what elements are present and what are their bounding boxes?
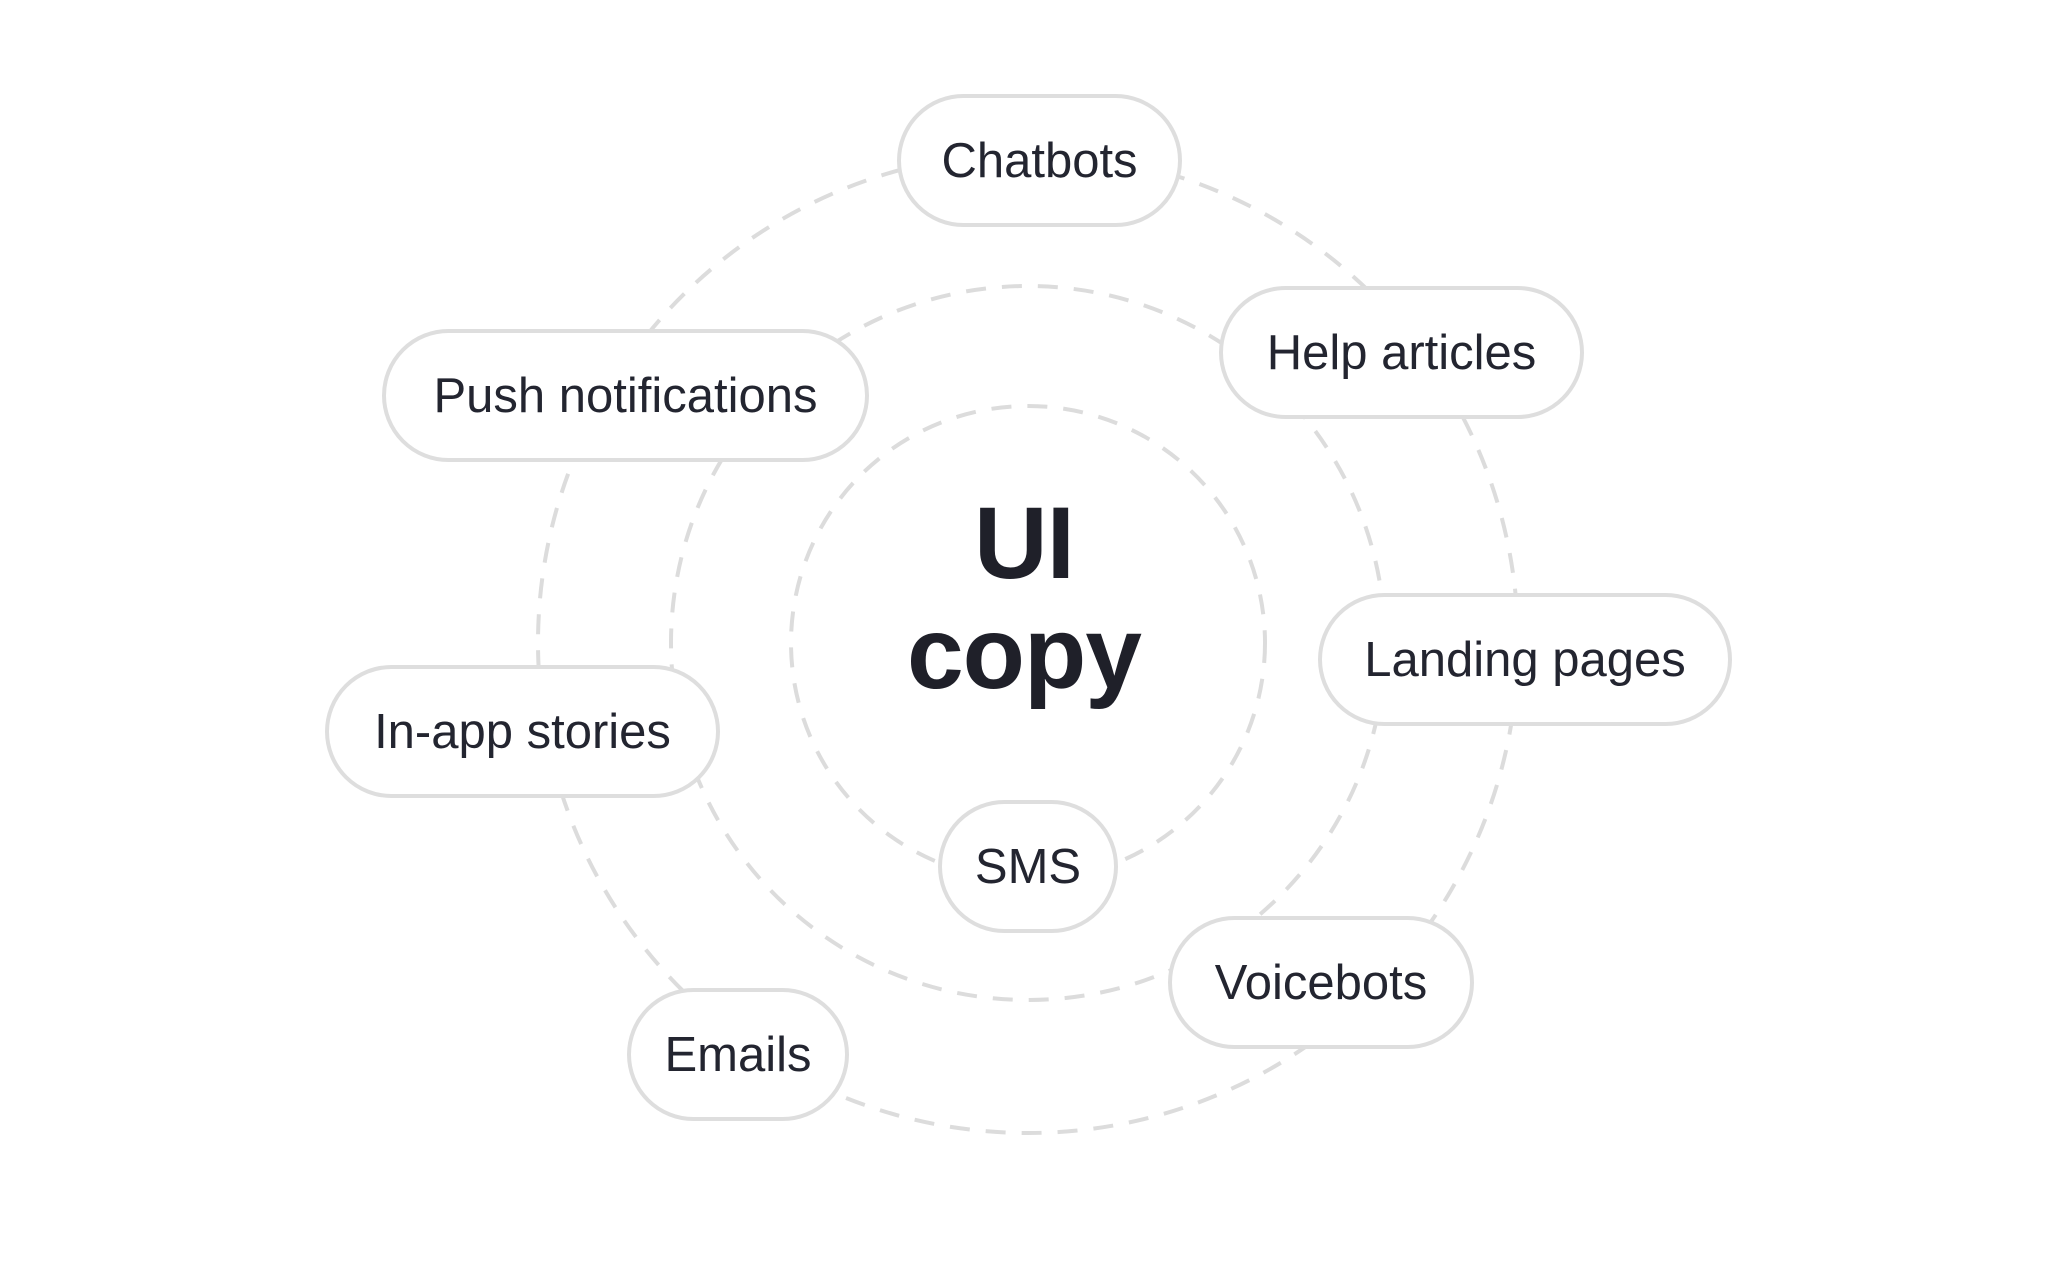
pill-sms: SMS	[938, 800, 1118, 933]
pill-in-app-stories: In-app stories	[325, 665, 720, 798]
pill-push-notifications: Push notifications	[382, 329, 869, 462]
center-title-line-1: UI	[974, 486, 1075, 600]
center-title: UI copy	[824, 488, 1224, 708]
pill-emails: Emails	[627, 988, 849, 1121]
pill-chatbots: Chatbots	[897, 94, 1182, 227]
center-title-line-2: copy	[906, 596, 1142, 710]
pill-voicebots: Voicebots	[1168, 916, 1474, 1049]
pill-landing-pages: Landing pages	[1318, 593, 1732, 726]
pill-help-articles: Help articles	[1219, 286, 1584, 419]
